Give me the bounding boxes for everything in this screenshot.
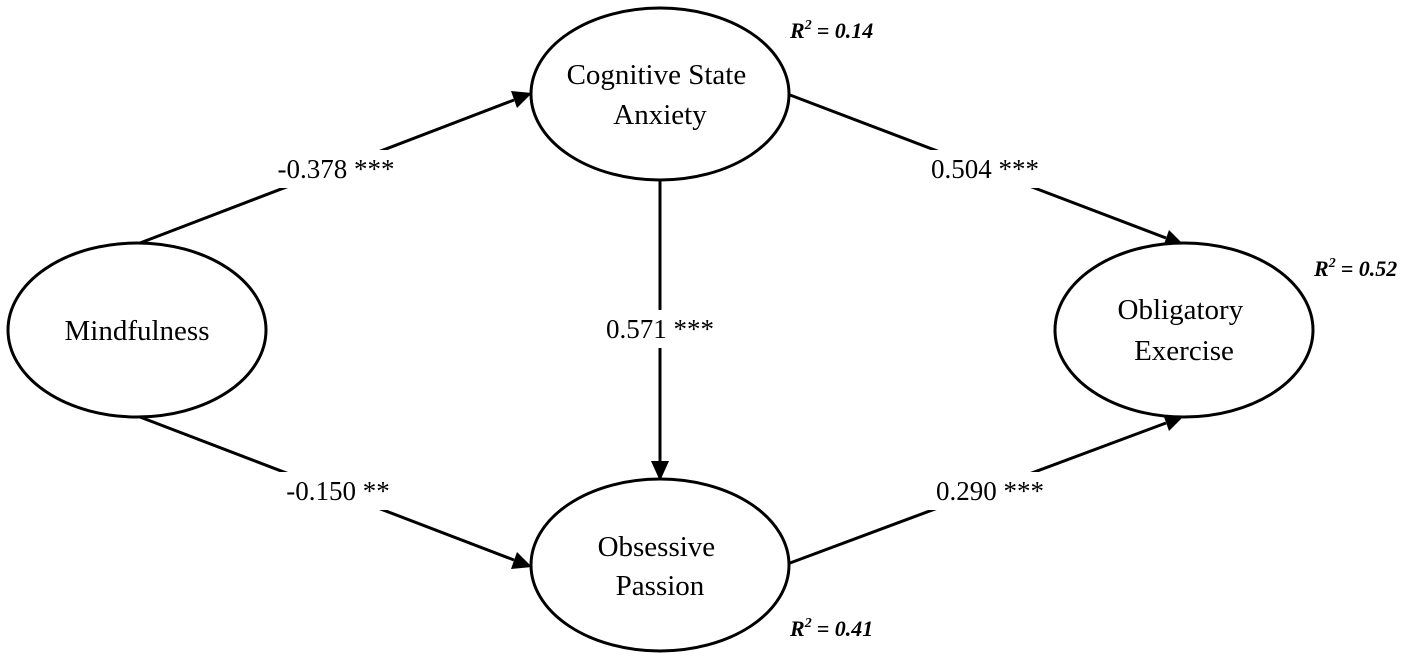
r2-anxiety-value: = 0.14 <box>817 18 874 43</box>
r2-exercise-value: = 0.52 <box>1341 256 1398 281</box>
coef-passion-to-exercise: 0.290 *** <box>936 476 1044 506</box>
coef-mindfulness-to-anxiety: -0.378 *** <box>278 154 395 184</box>
coef-backing-passion-exercise <box>924 472 1058 510</box>
arrowhead-mindfulness-to-passion <box>511 552 532 569</box>
coef-anxiety-to-passion: 0.571 *** <box>606 314 714 344</box>
coef-backing-anxiety-passion <box>596 310 724 348</box>
node-exercise-label: Obligatory Exercise <box>1118 294 1251 367</box>
node-passion-label-line2: Passion <box>616 570 705 602</box>
r2-passion: R2 = 0.41 <box>789 616 873 641</box>
node-passion-ellipse <box>529 477 791 653</box>
node-passion: Obsessive Passion <box>529 477 791 653</box>
node-mindfulness-ellipse <box>6 241 268 419</box>
node-anxiety-label-line1: Cognitive State <box>567 59 747 91</box>
node-exercise: Obligatory Exercise <box>1053 241 1315 419</box>
r2-exercise-power: 2 <box>1328 256 1336 271</box>
node-exercise-label-line2: Exercise <box>1134 335 1234 367</box>
node-exercise-label-line1: Obligatory <box>1118 294 1244 326</box>
node-anxiety-label: Cognitive State Anxiety <box>567 59 754 131</box>
r2-passion-power: 2 <box>804 616 812 631</box>
r2-anxiety-symbol: R <box>789 18 805 43</box>
r2-anxiety: R2 = 0.14 <box>789 18 873 43</box>
node-anxiety-label-line2: Anxiety <box>613 99 707 131</box>
node-exercise-ellipse <box>1053 241 1315 419</box>
r2-passion-value: = 0.41 <box>817 616 874 641</box>
arrowhead-anxiety-to-passion <box>651 461 669 481</box>
node-mindfulness-label-line1: Mindfulness <box>65 315 210 347</box>
coef-backing-mindfulness-anxiety <box>262 150 412 188</box>
coef-backing-anxiety-exercise <box>918 150 1052 188</box>
r2-passion-symbol: R <box>789 616 805 641</box>
node-anxiety-ellipse <box>529 6 791 182</box>
coef-mindfulness-to-passion: -0.150 ** <box>286 476 390 506</box>
node-mindfulness-label: Mindfulness <box>65 315 210 347</box>
r2-anxiety-power: 2 <box>804 18 812 33</box>
coef-backing-mindfulness-passion <box>276 472 402 510</box>
node-passion-label-line1: Obsessive <box>598 531 716 563</box>
arrowhead-mindfulness-to-anxiety <box>511 91 532 108</box>
node-mindfulness: Mindfulness <box>6 241 268 419</box>
node-anxiety: Cognitive State Anxiety <box>529 6 791 182</box>
coef-anxiety-to-exercise: 0.504 *** <box>931 154 1039 184</box>
r2-exercise-symbol: R <box>1313 256 1329 281</box>
node-passion-label: Obsessive Passion <box>598 531 723 602</box>
r2-exercise: R2 = 0.52 <box>1313 256 1397 281</box>
